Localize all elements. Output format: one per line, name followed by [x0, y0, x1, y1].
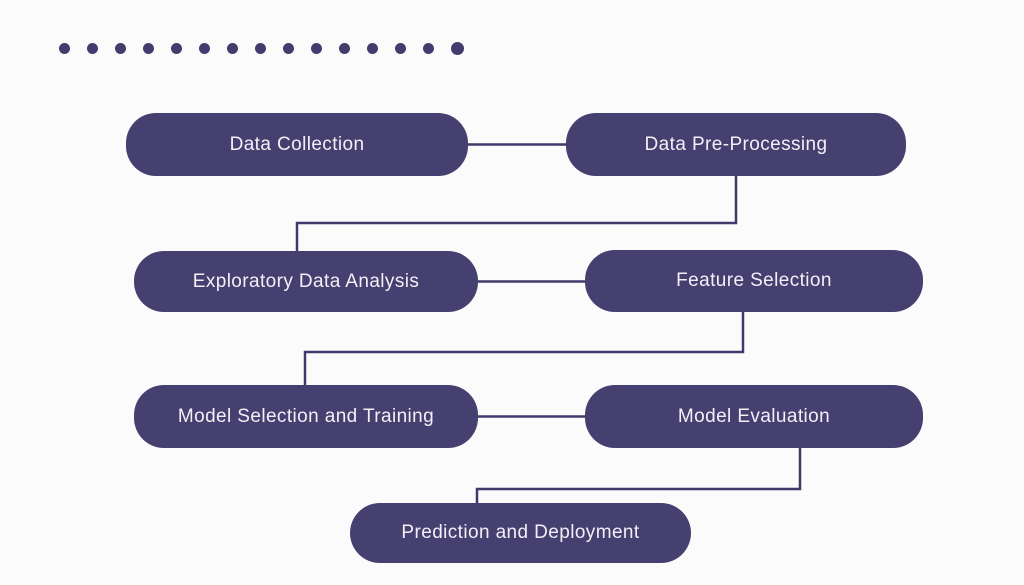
flow-node-data-collection: Data Collection: [126, 113, 468, 176]
dot: [255, 42, 266, 54]
flow-node-label: Data Pre-Processing: [644, 133, 828, 155]
dot: [423, 42, 434, 54]
flow-node-feature-selection: Feature Selection: [585, 250, 923, 312]
dot: [115, 42, 126, 54]
flow-node-exploratory-data-analysis: Exploratory Data Analysis: [134, 251, 478, 312]
dot: [339, 42, 350, 54]
dot: [451, 41, 464, 55]
flow-node-data-pre-processing: Data Pre-Processing: [566, 113, 906, 176]
connector-model-evaluation-to-prediction-and-deployment: [475, 446, 802, 505]
connector-feature-selection-to-model-selection-and-training: [303, 310, 745, 387]
dot: [59, 42, 70, 54]
decorative-dots: [59, 41, 464, 55]
dot: [395, 42, 406, 54]
flow-node-label: Prediction and Deployment: [401, 522, 640, 543]
dot: [143, 42, 154, 54]
dot: [227, 42, 238, 54]
flow-node-model-selection-and-training: Model Selection and Training: [134, 385, 478, 448]
dot: [311, 42, 322, 54]
dot: [367, 42, 378, 54]
dot: [87, 42, 98, 54]
flow-node-label: Feature Selection: [676, 270, 832, 291]
flow-node-label: Model Selection and Training: [177, 405, 435, 427]
flow-node-model-evaluation: Model Evaluation: [585, 385, 923, 448]
connector-data-pre-processing-to-exploratory-data-analysis: [295, 174, 738, 253]
flow-node-label: Exploratory Data Analysis: [192, 270, 420, 292]
flow-node-label: Model Evaluation: [677, 405, 831, 427]
flow-node-label: Data Collection: [229, 133, 365, 155]
dot: [199, 42, 210, 54]
dot: [283, 42, 294, 54]
dot: [171, 42, 182, 54]
flow-node-prediction-and-deployment: Prediction and Deployment: [350, 503, 691, 563]
